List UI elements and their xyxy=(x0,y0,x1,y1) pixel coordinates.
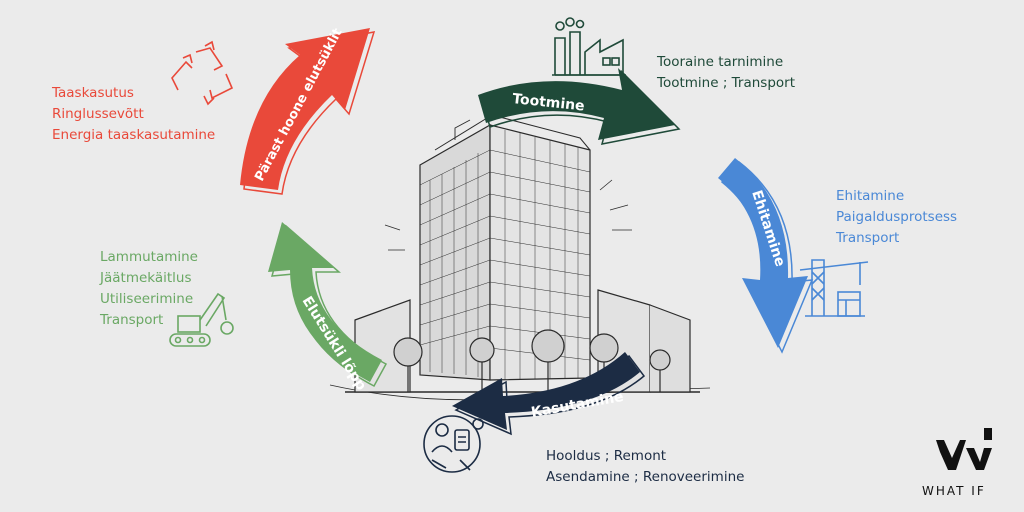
factory-icon xyxy=(552,17,626,76)
list-item: Tooraine tarnimine xyxy=(657,54,784,70)
building-illustration xyxy=(329,114,711,401)
arrow-elutsukli-lopp: Elutsükli lõpp xyxy=(268,222,388,393)
list-item: Tootmine ; Transport xyxy=(657,75,796,91)
crane-icon xyxy=(799,259,869,317)
arrow-tootmine: Tootmine xyxy=(478,68,681,145)
list-item: Lammutamine xyxy=(100,249,198,265)
list-item: Ehitamine xyxy=(836,188,905,204)
list-item: Asendamine ; Renoveerimine xyxy=(546,469,745,485)
list-kasutamine: Hooldus ; Remont Asendamine ; Renoveerim… xyxy=(546,446,744,488)
list-item: Taaskasutus xyxy=(52,85,134,101)
arrow-label-tootmine: Tootmine xyxy=(512,91,586,114)
list-item: Transport xyxy=(836,230,900,246)
maintenance-worker-icon xyxy=(423,415,484,473)
recycle-icon xyxy=(171,40,234,106)
list-item: Hooldus ; Remont xyxy=(546,448,667,464)
list-parast-elutsuklit: Taaskasutus Ringlussevõtt Energia taaska… xyxy=(52,83,215,146)
arrow-ehitamine: Ehitamine xyxy=(718,158,814,354)
list-item: Ringlussevõtt xyxy=(52,106,144,122)
demolition-machine-icon xyxy=(169,292,234,347)
list-item: Energia taaskasutamine xyxy=(52,127,216,143)
brand-name: WHAT IF xyxy=(922,484,986,498)
list-ehitamine: Ehitamine Paigaldusprotsess Transport xyxy=(836,186,957,249)
list-elutsukli-lopp: Lammutamine Jäätmekäitlus Utiliseerimine… xyxy=(100,247,198,331)
list-tootmine: Tooraine tarnimine Tootmine ; Transport xyxy=(657,52,795,94)
what-if-logo-icon xyxy=(936,428,992,470)
arrow-parast-elutsuklit: Pärast hoone elutsüklit xyxy=(240,26,376,195)
list-item: Jäätmekäitlus xyxy=(100,270,192,286)
list-item: Paigaldusprotsess xyxy=(836,209,958,225)
list-item: Utiliseerimine xyxy=(100,291,194,307)
list-item: Transport xyxy=(100,312,164,328)
